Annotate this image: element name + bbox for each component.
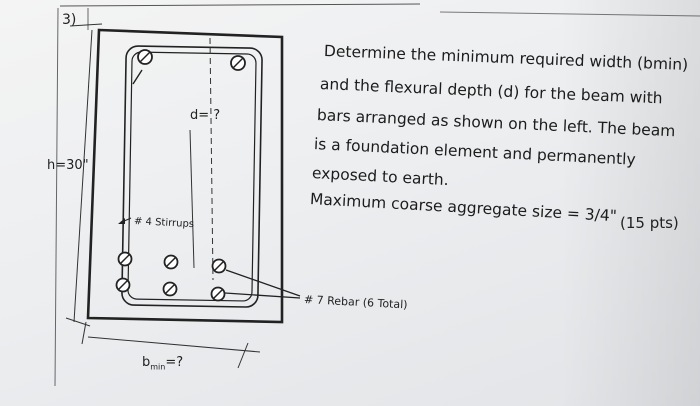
rebar-6 <box>210 286 226 302</box>
depth-dimension-extension <box>189 129 195 269</box>
stirrup-arrow <box>118 218 125 224</box>
rebar-leader-1 <box>225 269 301 297</box>
rebar-leader-2 <box>224 292 301 299</box>
rebar-3 <box>211 258 227 274</box>
stirrup-inner <box>127 51 257 302</box>
frame-left-edge <box>54 7 59 387</box>
stirrup-outer <box>121 45 263 308</box>
beam-outline <box>86 28 284 324</box>
height-dimension-line <box>73 29 93 323</box>
width-tick-right <box>237 342 249 369</box>
depth-label: d= ? <box>190 108 221 123</box>
depth-dimension-line <box>209 37 214 281</box>
rebar-4 <box>115 277 131 293</box>
top-bar-left <box>137 49 153 65</box>
height-tick-top <box>69 23 103 27</box>
height-label: h=30" <box>47 158 89 173</box>
points-value: (15 pts) <box>620 214 679 232</box>
stirrup-hook <box>132 69 143 85</box>
sheet-top-line-right <box>439 11 700 17</box>
width-dimension-line <box>87 336 261 353</box>
height-tick-bottom <box>65 317 91 327</box>
rebar-1 <box>117 251 133 267</box>
top-bar-right <box>230 55 246 71</box>
rebar-2 <box>163 254 179 270</box>
width-label-tail: =? <box>165 355 184 370</box>
width-label-main: b <box>142 355 151 370</box>
width-label-sub: min <box>150 362 166 372</box>
rebar-5 <box>162 281 178 297</box>
width-tick-left <box>81 321 87 345</box>
width-label: bmin=? <box>142 355 183 372</box>
sheet-top-line <box>59 3 421 7</box>
problem-number: 3) <box>62 12 77 28</box>
